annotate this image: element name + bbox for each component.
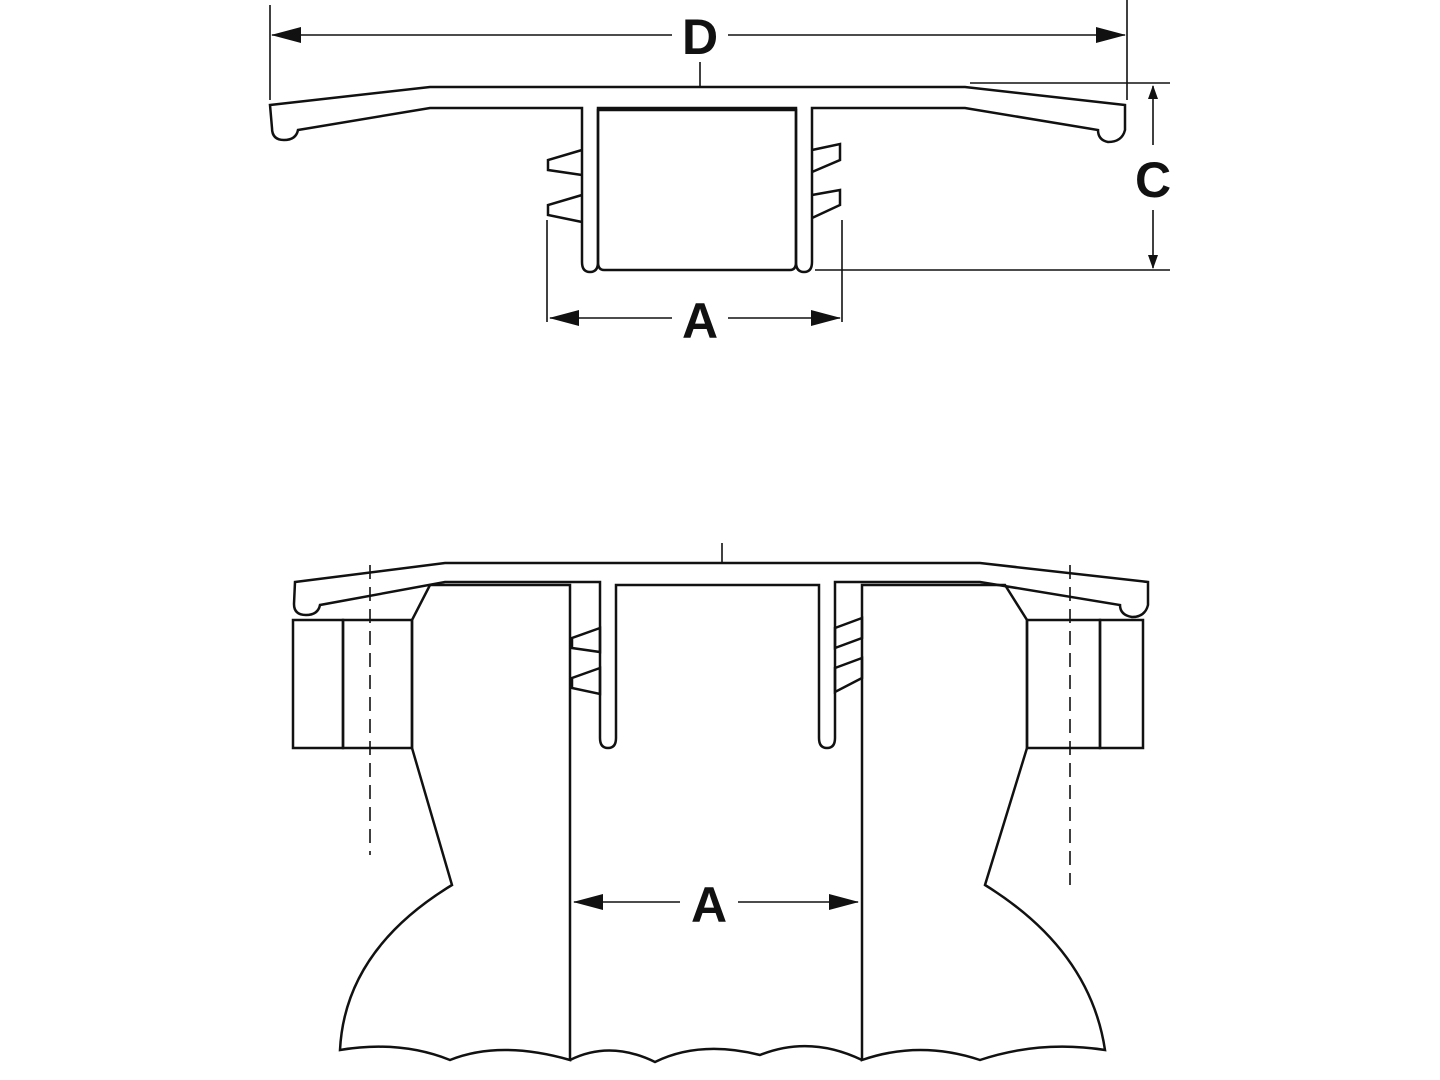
dimension-d: D <box>269 0 1128 100</box>
label-a-top: A <box>682 293 718 349</box>
label-c: C <box>1135 152 1171 208</box>
cap-profile-top <box>268 85 1127 274</box>
installed-section: A <box>291 543 1150 1064</box>
dimension-c: C <box>815 82 1171 271</box>
label-a-installed: A <box>691 877 727 933</box>
dimension-a-top: A <box>546 220 843 349</box>
label-d: D <box>682 9 718 65</box>
